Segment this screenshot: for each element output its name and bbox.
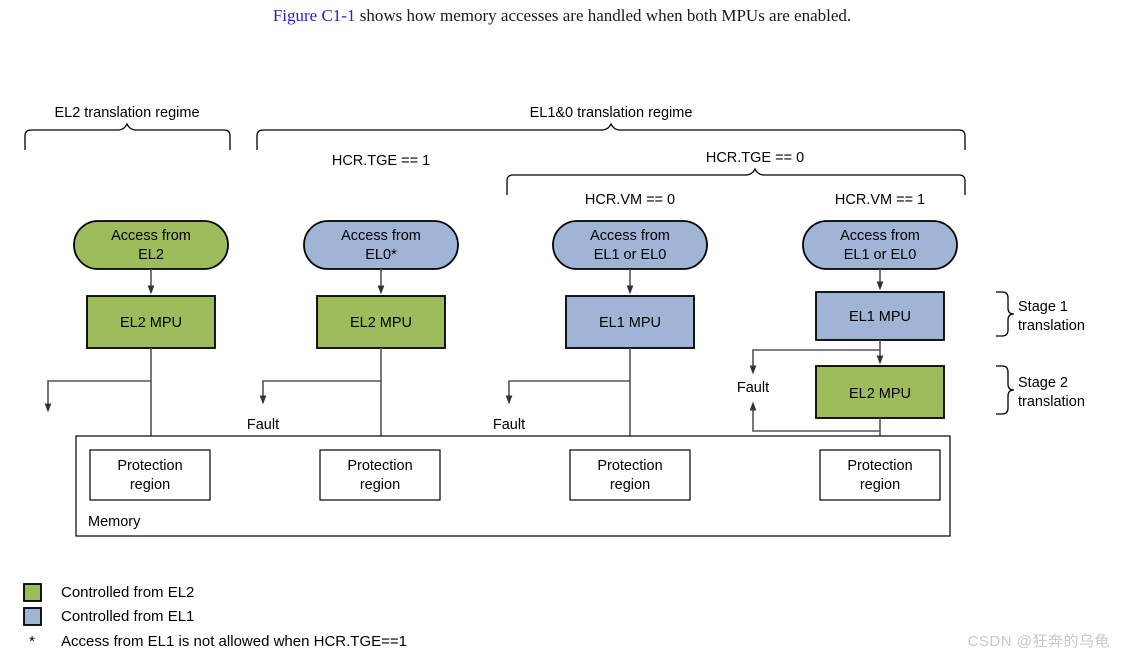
figure-reference-link[interactable]: Figure C1-1	[272, 6, 356, 25]
arrow-fault-from-stage2-col4	[749, 401, 880, 432]
access-node-el0-line1: Access from	[341, 228, 421, 244]
protection-region-col3-line2: region	[610, 477, 650, 493]
legend-label-el1: Controlled from EL1	[61, 608, 194, 625]
legend-label-footnote: Access from EL1 is not allowed when HCR.…	[61, 633, 407, 650]
access-node-el0-line2: EL0*	[365, 247, 397, 263]
stage-1-bracket: Stage 1 translation	[996, 291, 1085, 337]
mpu-box-col4-stage1[interactable]	[815, 291, 945, 341]
arrow-fault-col1	[44, 380, 151, 413]
stage-2-line2: translation	[1018, 394, 1085, 410]
mpu-box-col2-label: EL2 MPU	[350, 315, 412, 331]
access-node-el2-line1: Access from	[111, 228, 191, 244]
fault-label-col4: Fault	[737, 380, 769, 396]
brace-el2-regime-label: EL2 translation regime	[54, 105, 199, 121]
fault-label-col3: Fault	[493, 417, 525, 433]
figure-caption: Figure C1-1 shows how memory accesses ar…	[0, 6, 1124, 26]
protection-region-col2[interactable]	[319, 449, 441, 501]
column-el2: Access from EL2 EL2 MPU	[44, 220, 229, 448]
brace-hcr-tge-0: HCR.TGE == 0	[506, 150, 966, 195]
legend-swatch-el1	[23, 607, 42, 626]
access-node-el2-line2: EL2	[138, 247, 164, 263]
stage-1-line2: translation	[1018, 318, 1085, 334]
brace-hcr-tge-0-label: HCR.TGE == 0	[706, 150, 804, 166]
access-node-el1-el0-novm-line2: EL1 or EL0	[594, 247, 667, 263]
column-el1-el0-vm: Access from EL1 or EL0 EL1 MPU EL2 MPU F…	[737, 220, 958, 448]
protection-region-col3[interactable]	[569, 449, 691, 501]
stage-2-bracket: Stage 2 translation	[996, 365, 1085, 415]
mpu-box-col1-label: EL2 MPU	[120, 315, 182, 331]
brace-el1-0-regime: EL1&0 translation regime	[256, 105, 966, 150]
access-node-el1-el0-novm-line1: Access from	[590, 228, 670, 244]
label-hcr-tge-1: HCR.TGE == 1	[332, 153, 430, 169]
protection-region-col1-line2: region	[130, 477, 170, 493]
protection-region-col2-line1: Protection	[347, 458, 412, 474]
brace-el2-regime: EL2 translation regime	[24, 105, 231, 150]
column-el1-el0-novm: Access from EL1 or EL0 EL1 MPU Fault	[493, 220, 708, 448]
access-node-el1-el0-vm-line2: EL1 or EL0	[844, 247, 917, 263]
mpu-box-col4-stage1-label: EL1 MPU	[849, 309, 911, 325]
arrow-fault-col2	[259, 380, 381, 405]
protection-region-col4[interactable]	[819, 449, 941, 501]
stage-2-line1: Stage 2	[1018, 375, 1068, 391]
caption-text: shows how memory accesses are handled wh…	[355, 6, 852, 25]
label-hcr-vm-0: HCR.VM == 0	[585, 192, 675, 208]
legend: Controlled from EL2 Controlled from EL1 …	[23, 583, 407, 650]
stage-1-line1: Stage 1	[1018, 299, 1068, 315]
access-node-el1-el0-vm-line1: Access from	[840, 228, 920, 244]
legend-label-el2: Controlled from EL2	[61, 584, 194, 601]
legend-swatch-el2	[23, 583, 42, 602]
protection-region-col4-line1: Protection	[847, 458, 912, 474]
memory-label: Memory	[88, 514, 141, 530]
csdn-watermark: CSDN @狂奔的乌龟	[967, 633, 1110, 650]
memory-box	[75, 435, 951, 537]
mpu-box-col1[interactable]	[86, 295, 216, 349]
protection-region-col3-line1: Protection	[597, 458, 662, 474]
mpu-box-col4-stage2-label: EL2 MPU	[849, 386, 911, 402]
mpu-box-col2[interactable]	[316, 295, 446, 349]
protection-region-col1[interactable]	[89, 449, 211, 501]
column-el0: Access from EL0* EL2 MPU Fault	[247, 220, 459, 448]
arrow-fault-from-stage1-col4	[749, 349, 880, 375]
fault-label-col2: Fault	[247, 417, 279, 433]
protection-region-col1-line1: Protection	[117, 458, 182, 474]
arrow-fault-col3	[505, 380, 630, 405]
protection-region-col4-line2: region	[860, 477, 900, 493]
label-hcr-vm-1: HCR.VM == 1	[835, 192, 925, 208]
memory-container: Memory Protection region Protection regi…	[75, 435, 951, 537]
mpu-box-col3-label: EL1 MPU	[599, 315, 661, 331]
protection-region-col2-line2: region	[360, 477, 400, 493]
legend-asterisk-marker: *	[29, 633, 35, 650]
brace-el1-0-regime-label: EL1&0 translation regime	[530, 105, 693, 121]
